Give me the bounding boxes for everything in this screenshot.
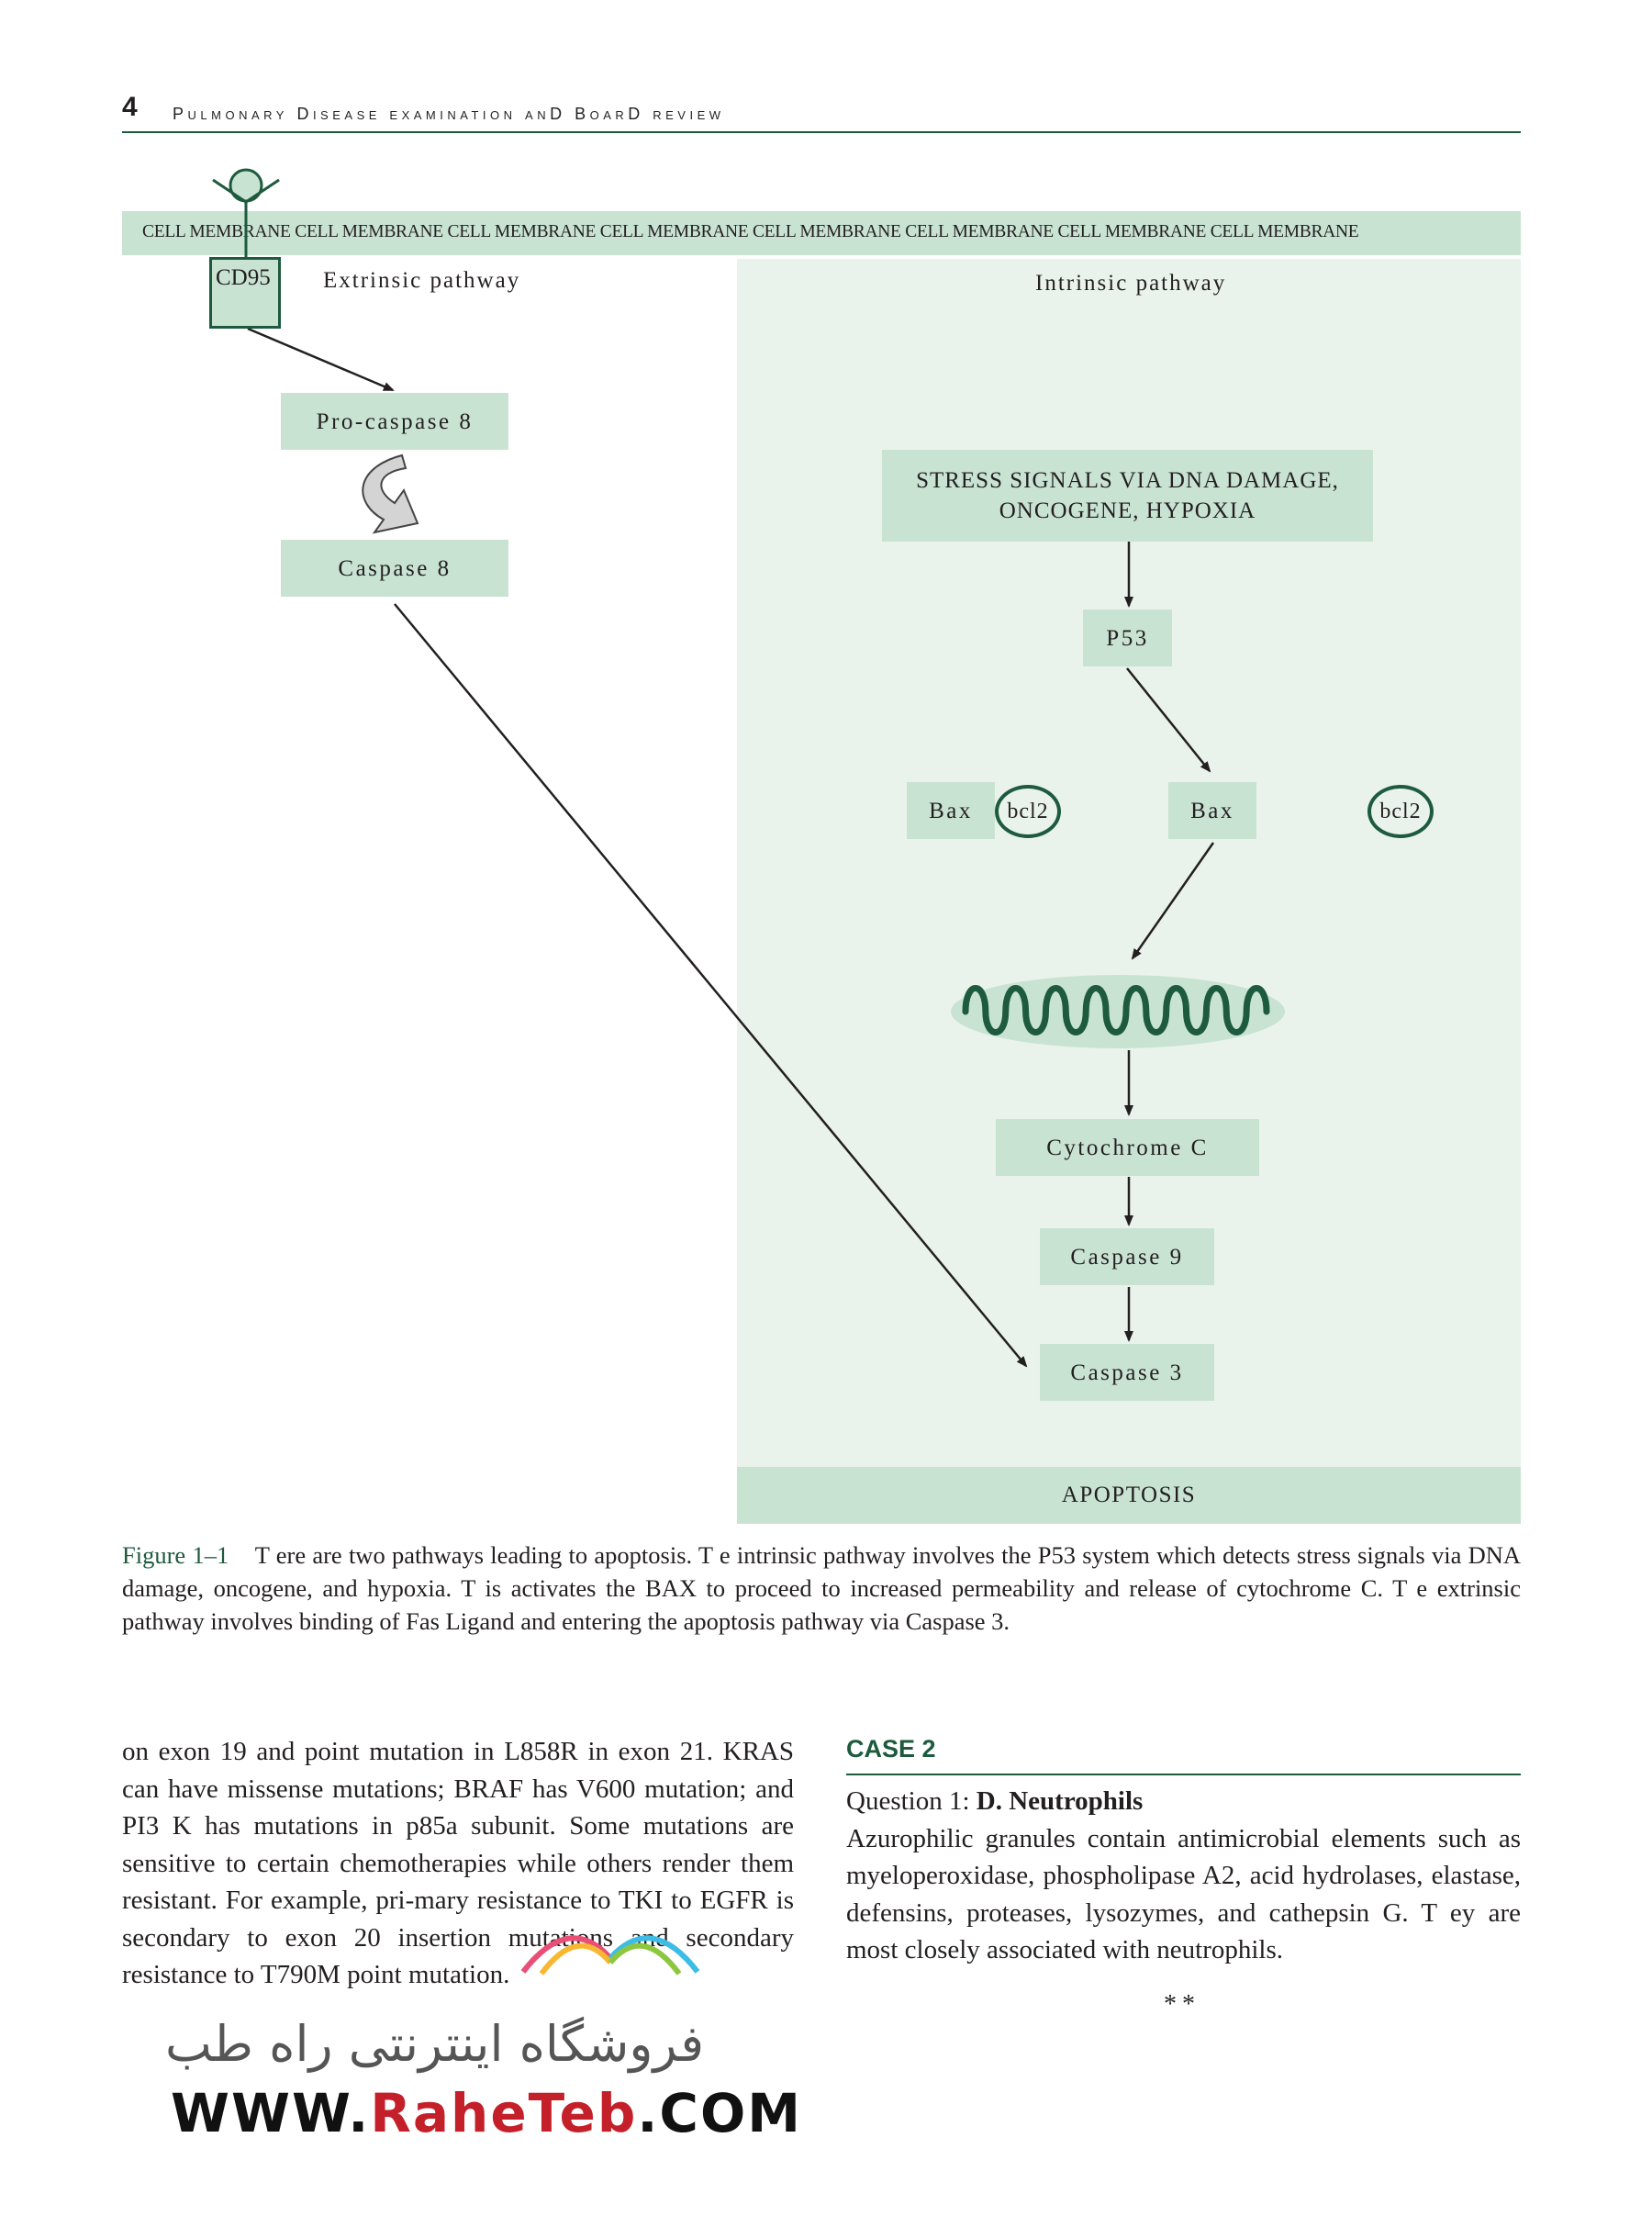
header-rule [122,131,1521,133]
figure-label: Figure 1–1 [122,1541,229,1569]
answer-text: D. Neutrophils [976,1786,1144,1816]
question-line: Question 1: D. Neutrophils [846,1783,1521,1820]
book-logo-icon [514,1917,707,1986]
figure-caption: Figure 1–1 T ere are two pathways leadin… [122,1539,1521,1638]
caption-text: T ere are two pathways leading to apopto… [122,1541,1522,1635]
case-answer-block: Question 1: D. Neutrophils Azurophilic g… [846,1783,1521,1969]
apoptosis-bar: APOPTOSIS [737,1467,1521,1524]
left-column-text: on exon 19 and point mutation in L858R i… [122,1737,794,1989]
arrow-bax-to-mitochondrion [1131,842,1215,960]
bcl2-left-circle: bcl2 [995,785,1061,838]
stress-signals-line1: STRESS SIGNALS VIA DNA DAMAGE, [916,468,1339,493]
cytochrome-c-box: Cytochrome C [996,1119,1259,1176]
stress-signals-line2: ONCOGENE, HYPOXIA [999,498,1256,523]
bax-left-box: Bax [907,782,995,839]
procaspase8-box: Pro-caspase 8 [281,393,508,450]
mitochondrion-icon [951,975,1285,1048]
end-mark: ** [1164,1990,1200,2019]
watermark-url-suffix: .COM [637,2082,803,2144]
intrinsic-pathway-label: Intrinsic pathway [1035,271,1227,296]
explanation-text: Azurophilic granules contain antimicrobi… [846,1823,1521,1965]
page-number: 4 [122,92,138,122]
case-title: CASE 2 [846,1735,936,1763]
cd95-receptor: CD95 [209,257,281,329]
caspase8-box: Caspase 8 [281,540,508,597]
extrinsic-pathway-label: Extrinsic pathway [323,268,521,293]
arrow-caspase8-to-caspase3 [394,603,1028,1368]
stress-signals-box: STRESS SIGNALS VIA DNA DAMAGE, ONCOGENE,… [882,450,1373,542]
bcl2-right-circle: bcl2 [1367,785,1434,838]
question-label: Question 1: [846,1786,970,1816]
fas-ligand-icon [212,168,280,259]
arrow-p53-to-bax [1126,667,1211,773]
caspase9-box: Caspase 9 [1040,1228,1214,1285]
apoptosis-label: APOPTOSIS [1061,1483,1197,1507]
watermark-url-brand: RaheTeb [370,2082,638,2144]
p53-box: P53 [1083,610,1172,666]
cell-membrane-band: CELL MEMBRANE CELL MEMBRANE CELL MEMBRAN… [122,211,1521,255]
watermark-url[interactable]: WWW.RaheTeb.COM [171,2082,802,2144]
arrow-cd95-to-procaspase8 [247,327,395,392]
watermark-url-prefix: WWW. [171,2082,371,2144]
caspase3-box: Caspase 3 [1040,1344,1214,1401]
cell-membrane-text: CELL MEMBRANE CELL MEMBRANE CELL MEMBRAN… [142,222,1359,241]
curved-arrow-activation [362,453,419,534]
case-rule [846,1774,1521,1775]
watermark-persian: فروشگاه اینترنتی راه طب [165,2015,705,2073]
cd95-label: CD95 [216,265,271,290]
bax-right-box: Bax [1168,782,1256,839]
running-title: Pulmonary Disease examination anD BoarD … [173,105,725,123]
